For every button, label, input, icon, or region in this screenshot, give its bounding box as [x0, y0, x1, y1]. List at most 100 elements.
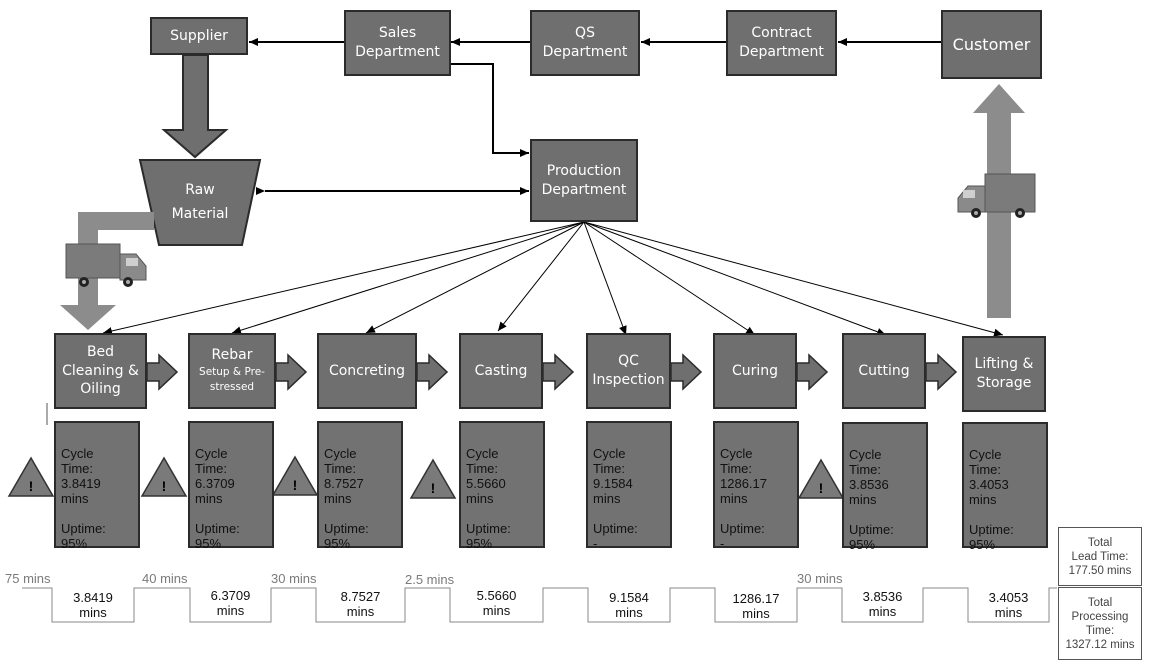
process-rebar-subtitle: Setup & Pre- stressed [199, 365, 265, 394]
process-rebar: Rebar Setup & Pre- stressed [188, 333, 276, 409]
inventory-mark: ! [162, 478, 167, 494]
fan-arrow-bed [102, 221, 585, 335]
inventory-mark: ! [293, 477, 298, 493]
cycle-label: Cycle Time: [849, 447, 882, 477]
push-arrow-icon [670, 353, 703, 391]
uptime-label: Uptime: [593, 521, 638, 536]
cycle-value: 3.4053 mins [969, 477, 1009, 507]
timeline-process-time-5: 9.1584 mins [609, 590, 649, 620]
inventory-mark: ! [819, 480, 824, 496]
process-concreting: Concreting [317, 333, 417, 409]
uptime-value: 95% [61, 536, 88, 551]
material-push-arrow [60, 212, 154, 330]
total-processing-time-box: Total Processing Time: 1327.12 mins [1058, 587, 1142, 660]
uptime-label: Uptime: [61, 521, 106, 536]
fan-arrow-qc [583, 221, 627, 336]
cycle-label: Cycle Time: [593, 446, 626, 476]
cycle-label: Cycle Time: [324, 446, 357, 476]
uptime-label: Uptime: [466, 521, 511, 536]
process-rebar-title: Rebar [211, 346, 253, 363]
uptime-value: 95% [849, 537, 876, 552]
timeline-wait-3: 30 mins [271, 571, 317, 586]
timeline-wait-1: 75 mins [5, 571, 51, 586]
timeline-wait-2: 40 mins [142, 571, 188, 586]
cycle-value: 1286.17 mins [720, 476, 767, 506]
timeline-wait-5: 30 mins [797, 571, 843, 586]
push-arrow-icon [416, 353, 449, 391]
cycle-value: 5.5660 mins [466, 476, 506, 506]
cycle-value: 3.8419 mins [61, 476, 101, 506]
uptime-value: - [720, 536, 725, 551]
production-department-box: Production Department [530, 139, 638, 222]
cycle-value: 8.7527 mins [324, 476, 364, 506]
fan-arrow-lifting [583, 221, 1004, 337]
fan-arrow-rebar [231, 221, 585, 335]
cycle-label: Cycle Time: [969, 447, 1002, 477]
inventory-triangle-icon: ! [140, 456, 188, 497]
fan-arrow-concreting [365, 221, 585, 334]
inventory-triangle-icon: ! [7, 456, 55, 497]
process-casting: Casting [459, 333, 543, 409]
process-cutting: Cutting [842, 333, 926, 409]
truck-icon [65, 243, 147, 287]
uptime-value: 95% [466, 536, 493, 551]
push-arrow-icon [146, 353, 179, 391]
qs-department-box: QS Department [530, 10, 640, 76]
truck-icon [957, 173, 1036, 218]
inventory-mark: ! [431, 480, 436, 496]
push-arrow-icon [275, 353, 308, 391]
process-bed-cleaning: Bed Cleaning & Oiling [54, 333, 147, 409]
push-arrow-icon [542, 353, 575, 391]
inventory-triangle-icon: ! [409, 458, 457, 499]
inventory-mark: ! [29, 478, 34, 494]
timeline-process-time-1: 3.8419 mins [73, 590, 113, 620]
push-arrow-icon [925, 353, 958, 391]
uptime-label: Uptime: [969, 522, 1014, 537]
customer-box: Customer [941, 10, 1042, 79]
cycle-label: Cycle Time: [195, 446, 228, 476]
fan-arrow-curing [583, 221, 756, 336]
cycle-label: Cycle Time: [466, 446, 499, 476]
uptime-value: 95% [969, 537, 996, 552]
cycle-label: Cycle Time: [61, 446, 94, 476]
uptime-value: 95% [324, 536, 351, 551]
fan-arrow-casting [497, 221, 585, 332]
timeline-process-time-3: 8.7527 mins [340, 589, 381, 619]
inventory-triangle-icon: ! [271, 455, 319, 496]
timeline-process-time-4: 5.5660 mins [476, 588, 517, 618]
timeline-wait-4: 2.5 mins [405, 572, 455, 587]
process-qc-inspection: QC Inspection [586, 333, 671, 409]
fan-arrow-cutting [583, 221, 887, 336]
supplier-box: Supplier [150, 17, 248, 55]
uptime-label: Uptime: [720, 521, 765, 536]
supplier-down-block-arrow [161, 54, 229, 159]
uptime-label: Uptime: [324, 521, 369, 536]
raw-material-label: Raw Material [171, 182, 229, 222]
uptime-value: - [593, 536, 598, 551]
total-lead-time-box: Total Lead Time: 177.50 mins [1058, 527, 1142, 586]
uptime-label: Uptime: [849, 522, 894, 537]
cycle-value: 9.1584 mins [593, 476, 633, 506]
timeline-line [22, 587, 1057, 623]
sales-to-production-arrow [451, 63, 529, 157]
uptime-label: Uptime: [195, 521, 240, 536]
uptime-value: 95% [195, 536, 222, 551]
timeline-process-time-7: 3.8536 mins [862, 589, 903, 619]
timeline-process-time-2: 6.3709 mins [210, 588, 251, 618]
contract-department-box: Contract Department [726, 10, 837, 76]
timeline-process-time-6: 1286.17 mins [732, 591, 780, 621]
cycle-label: Cycle Time: [720, 446, 753, 476]
process-lifting-storage: Lifting & Storage [962, 336, 1046, 412]
cycle-value: 3.8536 mins [849, 477, 889, 507]
cycle-value: 6.3709 mins [195, 476, 235, 506]
process-curing: Curing [713, 333, 797, 409]
